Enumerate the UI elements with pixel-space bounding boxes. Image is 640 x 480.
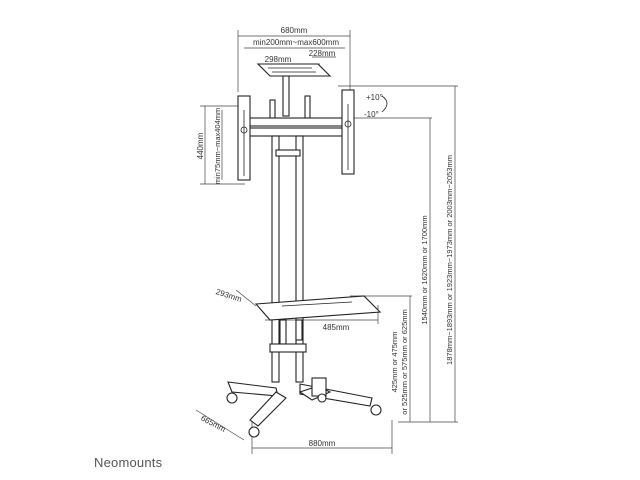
dim-base [195, 409, 393, 454]
dim-overall-width [237, 30, 351, 92]
tilt-up-label: +10° [366, 93, 383, 102]
middle-shelf [254, 295, 382, 345]
shelf-height-label-1: 425mm or 475mm [390, 332, 399, 393]
tilt-arrow-icon [381, 95, 388, 113]
vesa-width-label: min200mm~max600mm [253, 38, 339, 47]
shelf-width-label: 485mm [323, 323, 350, 332]
tilt-down-label: -10° [364, 110, 379, 119]
top-shelf-width-label: 298mm [265, 55, 292, 64]
total-height-label: 1878mm~1893mm or 1923mm~1973mm or 2003mm… [445, 155, 454, 365]
columns [271, 135, 304, 383]
overall-height-label: 440mm [196, 132, 205, 159]
top-poles [269, 75, 311, 119]
base-width-label: 880mm [309, 439, 336, 448]
vesa-height-label: min75mm~max404mm [213, 108, 222, 184]
shelf-height-label-2: or 525mm or 575mm or 625mm [400, 309, 409, 414]
overall-width-label: 680mm [281, 26, 308, 35]
shelf-depth-label: 293mm [215, 287, 243, 304]
top-shelf-depth-label: 228mm [309, 49, 336, 58]
base-depth-label: 665mm [199, 414, 227, 435]
brand-logo: Neomounts [94, 455, 163, 470]
base [227, 377, 373, 427]
top-shelf [256, 63, 332, 77]
column-collar [269, 343, 307, 353]
center-height-label: 1540mm or 1620mm or 1700mm [420, 215, 429, 324]
casters [226, 392, 382, 438]
